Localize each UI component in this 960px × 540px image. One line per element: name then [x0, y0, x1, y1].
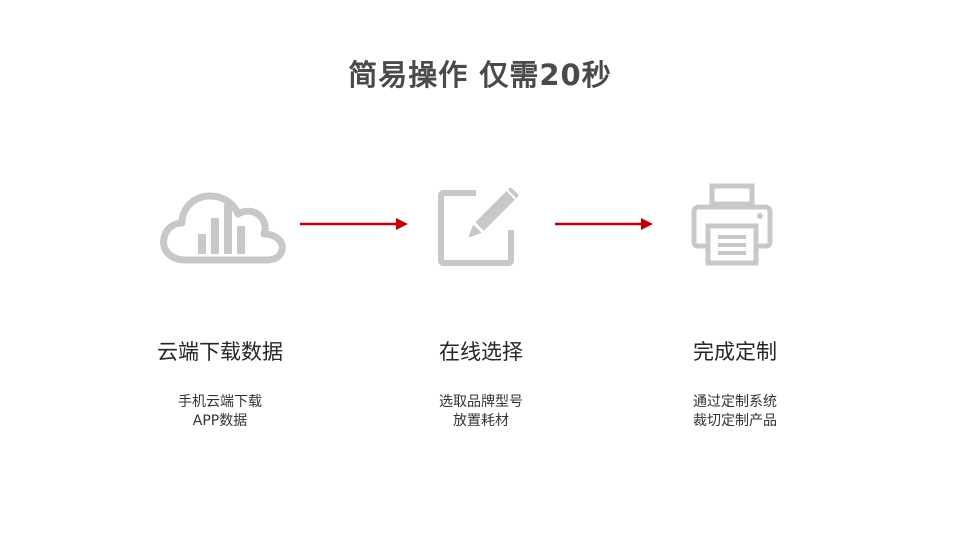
step-3-title: 完成定制 — [693, 340, 777, 364]
step-1-description: 手机云端下载 APP数据 — [110, 393, 330, 431]
step-2-desc-line: 放置耗材 — [453, 413, 509, 429]
step-2-title: 在线选择 — [439, 340, 523, 364]
pencil-edit-icon — [436, 188, 518, 268]
printer-icon — [690, 182, 774, 266]
cloud-bar-chart-icon — [158, 188, 288, 268]
arrow-right-icon — [300, 216, 410, 235]
step-1-title: 云端下载数据 — [157, 340, 283, 364]
step-2-desc-line: 选取品牌型号 — [439, 394, 523, 410]
step-3-desc-line: 通过定制系统 — [693, 394, 777, 410]
step-2-description: 选取品牌型号 放置耗材 — [371, 393, 591, 431]
step-3-desc-line: 裁切定制产品 — [693, 413, 777, 429]
page-title: 简易操作 仅需20秒 — [348, 58, 612, 92]
step-3-description: 通过定制系统 裁切定制产品 — [625, 393, 845, 431]
step-1-desc-line: 手机云端下载 — [178, 394, 262, 410]
step-1-desc-line: APP数据 — [192, 413, 248, 429]
arrow-right-icon — [555, 216, 655, 235]
